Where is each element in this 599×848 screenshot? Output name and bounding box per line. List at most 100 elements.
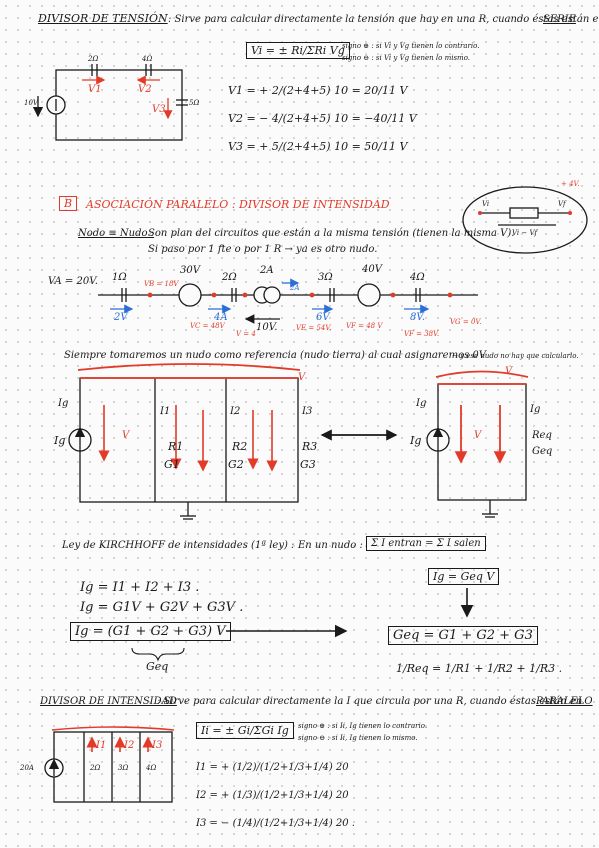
par-ig-top: Ig bbox=[58, 398, 69, 409]
chain-circuit bbox=[98, 283, 478, 307]
s4-i1: I1 bbox=[96, 740, 107, 751]
s4-eq3: I3 = − (1/4)/(1/2+1/3+1/4) 20 . bbox=[196, 818, 355, 829]
s4-i2: I2 bbox=[124, 740, 135, 751]
s1-note2: signo ⊖ : si Vi y Vg tienen lo mismo. bbox=[342, 54, 471, 62]
s4-src: 20A bbox=[20, 764, 34, 772]
chain-vd: V = 4 bbox=[236, 330, 256, 338]
s4-formula: Ii = ± Gi/ΣGi Ig bbox=[196, 722, 294, 739]
inset-nodes bbox=[478, 211, 572, 215]
chain-i2b: 2A bbox=[290, 284, 300, 292]
s4-eq1: I1 = + (1/2)/(1/2+1/3+1/4) 20 bbox=[196, 762, 349, 773]
nodo-1: Son plan del circuitos que están a la mi… bbox=[148, 228, 515, 239]
s1-eq3: V3 = + 5/(2+4+5) 10 = 50/11 V bbox=[228, 140, 408, 153]
chain-vg: VG = 0V. bbox=[450, 318, 482, 326]
chain-vf: VF = 48 V bbox=[346, 322, 383, 330]
s4-i3: I3 bbox=[152, 740, 163, 751]
eq-v-mid: V bbox=[474, 430, 482, 441]
ref-text-2: → y ese nudo no hay que calcularlo. bbox=[452, 352, 579, 360]
s1-eq1: V1 = + 2/(2+4+5) 10 = 20/11 V bbox=[228, 84, 408, 97]
s1-note1: signo ⊕ : si Vi y Vg tienen lo contrario… bbox=[342, 42, 480, 50]
par-v1: V bbox=[122, 430, 130, 441]
s2-title: ASOCIACIÓN PARALELO : DIVISOR DE INTENSI… bbox=[86, 198, 390, 211]
chain-r2: 2Ω bbox=[222, 272, 237, 283]
eq-ig-top: Ig bbox=[416, 398, 427, 409]
inset-diff: Vi − Vf bbox=[512, 229, 538, 237]
chain-v30: 30V bbox=[180, 265, 200, 276]
s3-res2: Geq = G1 + G2 + G3 bbox=[388, 626, 538, 645]
chain-vc: VC = 48V bbox=[190, 322, 225, 330]
chain-2v: 2V bbox=[114, 312, 128, 323]
s3-eq3: Ig = (G1 + G2 + G3) V bbox=[70, 622, 231, 641]
s3-title: Ley de KIRCHHOFF de intensidades (1ª ley… bbox=[62, 540, 295, 551]
s4-r3: 4Ω bbox=[146, 764, 157, 772]
chain-vfb: VF = 38V. bbox=[404, 330, 440, 338]
par-r2: R2 bbox=[232, 440, 248, 453]
chain-r3: 3Ω bbox=[318, 272, 333, 283]
s2-corner: + 4V. bbox=[561, 180, 580, 188]
par-v-top: V bbox=[298, 372, 306, 383]
s1-formula: Vi = ± Ri/ΣRi Vg bbox=[246, 42, 350, 59]
par-i3: I3 bbox=[302, 406, 313, 417]
parallel-arrows bbox=[98, 405, 278, 472]
equivalent-circuit bbox=[426, 383, 527, 518]
s4-note1: signo ⊕ : si Ii, Ig tienen lo contrario. bbox=[298, 722, 428, 730]
par-i2: I2 bbox=[230, 406, 241, 417]
par-g2: G2 bbox=[228, 458, 244, 471]
series-circuit bbox=[32, 64, 188, 141]
par-g3: G3 bbox=[300, 458, 316, 471]
s1-r2: 4Ω bbox=[142, 55, 153, 63]
chain-r1: 1Ω bbox=[112, 272, 127, 283]
s1-v1: V1 bbox=[88, 84, 102, 95]
s4-desc: : Sirve para calcular directamente la I … bbox=[157, 696, 583, 707]
ref-text: Siempre tomaremos un nudo como referenci… bbox=[64, 350, 486, 361]
s4-title: DIVISOR DE INTENSIDAD bbox=[40, 696, 177, 707]
kirchhoff-arrows bbox=[226, 588, 474, 638]
series-arrows bbox=[82, 75, 173, 120]
eq-ig-left: Ig bbox=[410, 434, 422, 447]
s1-r3: 5Ω bbox=[189, 99, 200, 107]
inset-vf: Vf bbox=[558, 200, 566, 208]
chain-8v: 8V. bbox=[410, 312, 426, 323]
chain-6v: 6V bbox=[316, 312, 330, 323]
eq-geq: Geq bbox=[532, 446, 553, 457]
eq-ig-right: Ig bbox=[530, 404, 541, 415]
current-divider-circuit bbox=[44, 731, 173, 803]
s4-r2: 3Ω bbox=[118, 764, 129, 772]
parallel-top-node bbox=[77, 363, 301, 379]
s1-title: DIVISOR DE TENSIÓN bbox=[38, 12, 168, 25]
s1-desc-em: SERIE bbox=[543, 14, 576, 25]
inset-vi: Vi bbox=[482, 200, 490, 208]
s4-eq2: I2 = + (1/3)/(1/2+1/3+1/4) 20 bbox=[196, 790, 349, 801]
s4-desc-em: PARALELO bbox=[536, 696, 593, 707]
par-r3: R3 bbox=[302, 440, 318, 453]
s1-r1: 2Ω bbox=[88, 55, 99, 63]
chain-ve: VE = 54V. bbox=[296, 324, 332, 332]
nodo-2: Si paso por 1 fte o por 1 R → ya es otro… bbox=[148, 244, 378, 255]
chain-i2: 2A bbox=[260, 265, 274, 276]
chain-arrows-blue bbox=[110, 278, 430, 314]
s4-r1: 2Ω bbox=[90, 764, 101, 772]
s4-note2: signo ⊖ : si Ii, Ig tienen lo mismo. bbox=[298, 734, 418, 742]
chain-10v: 10V. bbox=[256, 322, 278, 333]
par-ig-left: Ig bbox=[54, 434, 66, 447]
s3-eq1: Ig = I1 + I2 + I3 . bbox=[80, 580, 200, 595]
eq-req: Req bbox=[532, 430, 552, 441]
s2-badge: B bbox=[59, 196, 78, 211]
s1-desc: : Sirve para calcular directamente la te… bbox=[168, 14, 599, 25]
s1-eq2: V2 = − 4/(2+4+5) 10 = −40/11 V bbox=[228, 112, 417, 125]
s3-eq2: Ig = G1V + G2V + G3V . bbox=[80, 600, 244, 615]
chain-nodes bbox=[147, 292, 453, 298]
chain-r4: 4Ω bbox=[410, 272, 425, 283]
chain-4a: 4A bbox=[214, 312, 228, 323]
par-i1: I1 bbox=[160, 406, 171, 417]
chain-v40: 40V bbox=[362, 264, 382, 275]
s1-src: 10V bbox=[24, 99, 38, 107]
eq-v-top: V bbox=[505, 366, 513, 377]
s3-nudo: En un nudo : bbox=[298, 540, 363, 551]
s3-brace: Geq bbox=[146, 660, 169, 673]
chain-vb: VB = 18V bbox=[144, 280, 179, 288]
s3-law: Σ I entran = Σ I salen bbox=[366, 536, 486, 551]
inset-node-diagram bbox=[462, 186, 588, 254]
s3-res3: 1/Req = 1/R1 + 1/R2 + 1/R3 . bbox=[396, 662, 563, 675]
